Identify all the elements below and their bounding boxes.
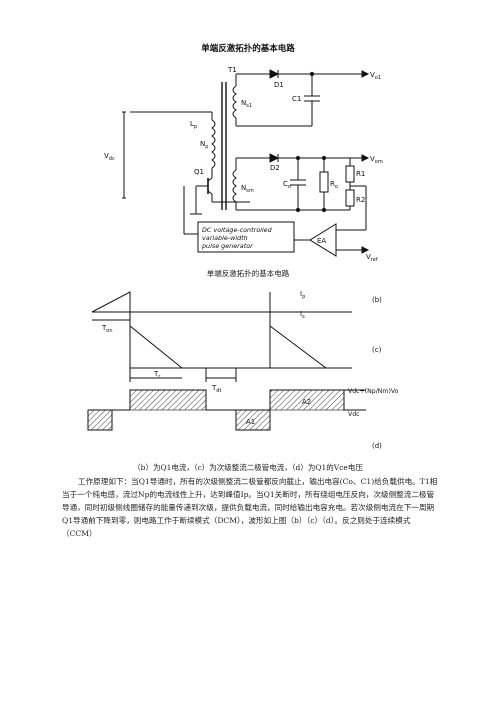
label-c: (c) <box>372 346 382 354</box>
label-vdc: Vdc <box>348 411 360 418</box>
label-r1: R1 <box>356 170 365 178</box>
label-ea: EA <box>317 237 326 245</box>
label-tr: Tr <box>153 370 161 380</box>
figure2-caption: （b）为Q1电流，（c）为次级整流二极管电流，（d）为Q1的Vce电压 <box>133 463 363 472</box>
label-tdt: Tdt <box>211 384 221 394</box>
label-b: (b) <box>372 296 382 304</box>
label-ip: Ip <box>300 290 305 300</box>
flyback-circuit-diagram: T1 D1 Vo1 Ns1 C1 Lp Np Vdc D2 Vom Q1 Nsm… <box>104 66 383 263</box>
label-vpeak: Vdc+(Np/Nm)Vo <box>348 388 399 395</box>
label-ton: Ton <box>101 324 113 334</box>
body-text: 工作原理如下：当Q1导通时，所有的次级侧整流二极管都反向截止，输出电容(Co、C… <box>62 475 439 540</box>
label-vref: Vref <box>366 253 378 263</box>
label-ns1: Ns1 <box>241 99 252 109</box>
label-d: (d) <box>372 442 382 450</box>
label-c1: C1 <box>292 95 301 103</box>
flyback-waveforms: Ip Is (b) (c) (d) Ton Tr Tdt Vdc+(Np/Nm)… <box>87 290 399 450</box>
label-vo1: Vo1 <box>370 71 381 81</box>
pulse-generator-line2: variable-width <box>202 234 248 242</box>
label-d1: D1 <box>274 81 284 89</box>
label-lp: Lp <box>190 120 197 130</box>
label-r2: R2 <box>356 196 365 204</box>
pulse-generator-line3: pulse generator <box>201 242 253 250</box>
label-q1: Q1 <box>194 168 204 176</box>
label-vdc: Vdc <box>104 152 115 162</box>
pulse-generator-line1: DC voltage-controlled <box>202 226 273 234</box>
label-np: Np <box>200 140 208 150</box>
figure1-caption: 单端反激拓扑的基本电路 <box>206 269 290 278</box>
body-paragraph: 工作原理如下：当Q1导通时，所有的次级侧整流二极管都反向截止，输出电容(Co、C… <box>62 477 438 538</box>
label-is: Is <box>300 310 305 320</box>
label-ro: Ro <box>330 180 338 190</box>
label-a2: A2 <box>302 398 311 406</box>
page-title: 单端反激拓扑的基本电路 <box>201 44 295 54</box>
label-t1: T1 <box>227 66 237 74</box>
label-vom: Vom <box>370 155 383 165</box>
label-nsm: Nsm <box>241 184 254 194</box>
label-a1: A1 <box>246 418 255 426</box>
label-d2: D2 <box>270 164 280 172</box>
label-co: Co <box>283 180 291 190</box>
